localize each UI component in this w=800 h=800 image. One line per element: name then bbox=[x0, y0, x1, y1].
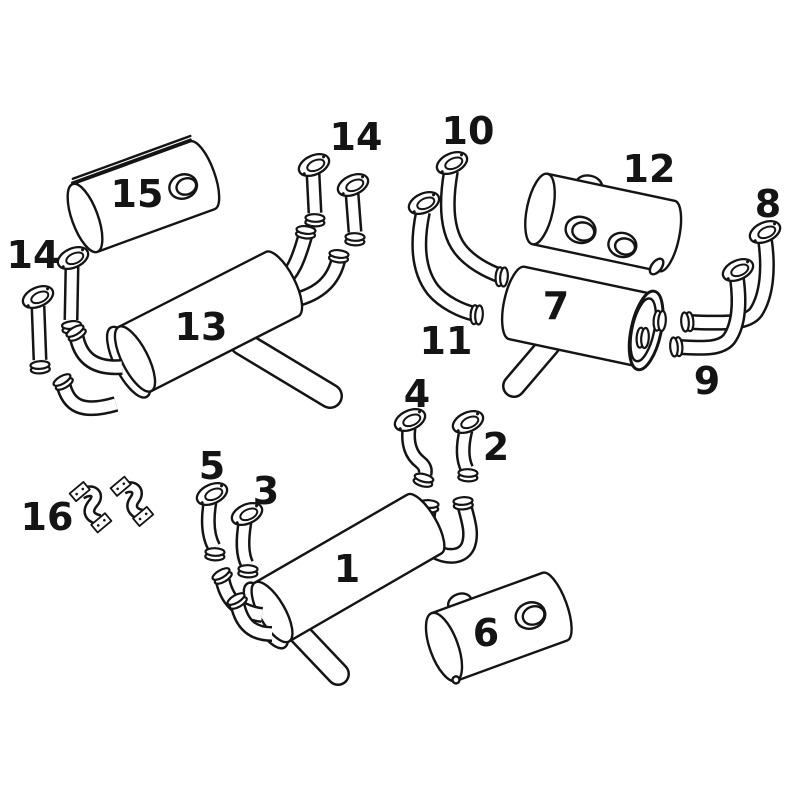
part-label-15: 15 bbox=[111, 172, 164, 216]
part-label-4: 4 bbox=[404, 372, 430, 416]
part-label-2: 2 bbox=[483, 425, 509, 469]
part-label-11: 11 bbox=[420, 319, 473, 363]
part-12-cylinder bbox=[524, 172, 683, 276]
part-label-10: 10 bbox=[442, 109, 495, 153]
part-14-top-tips bbox=[297, 153, 370, 247]
part-1-muffler bbox=[211, 492, 479, 686]
part-10-11-pipes bbox=[407, 151, 509, 326]
part-label-9: 9 bbox=[694, 359, 720, 403]
part-13-muffler bbox=[52, 224, 350, 417]
part-label-3: 3 bbox=[253, 469, 279, 513]
part-label-7: 7 bbox=[543, 284, 569, 328]
part-7-muffler bbox=[500, 265, 667, 398]
part-label-8: 8 bbox=[755, 182, 781, 226]
part-6-cylinder bbox=[424, 571, 573, 685]
part-5-3-tips bbox=[195, 482, 264, 579]
part-label-6: 6 bbox=[473, 611, 499, 655]
part-8-9-pipes bbox=[669, 220, 782, 358]
part-label-5: 5 bbox=[199, 444, 225, 488]
part-label-16: 16 bbox=[21, 495, 74, 539]
part-label-1: 1 bbox=[334, 547, 360, 591]
part-15-cylinder bbox=[66, 134, 221, 254]
part-4-2-tips bbox=[393, 408, 485, 488]
part-label-13: 13 bbox=[175, 305, 228, 349]
part-label-14-top: 14 bbox=[330, 115, 383, 159]
part-label-12: 12 bbox=[623, 147, 676, 191]
part-label-14-left: 14 bbox=[7, 233, 60, 277]
part-16-clamps bbox=[68, 475, 155, 534]
